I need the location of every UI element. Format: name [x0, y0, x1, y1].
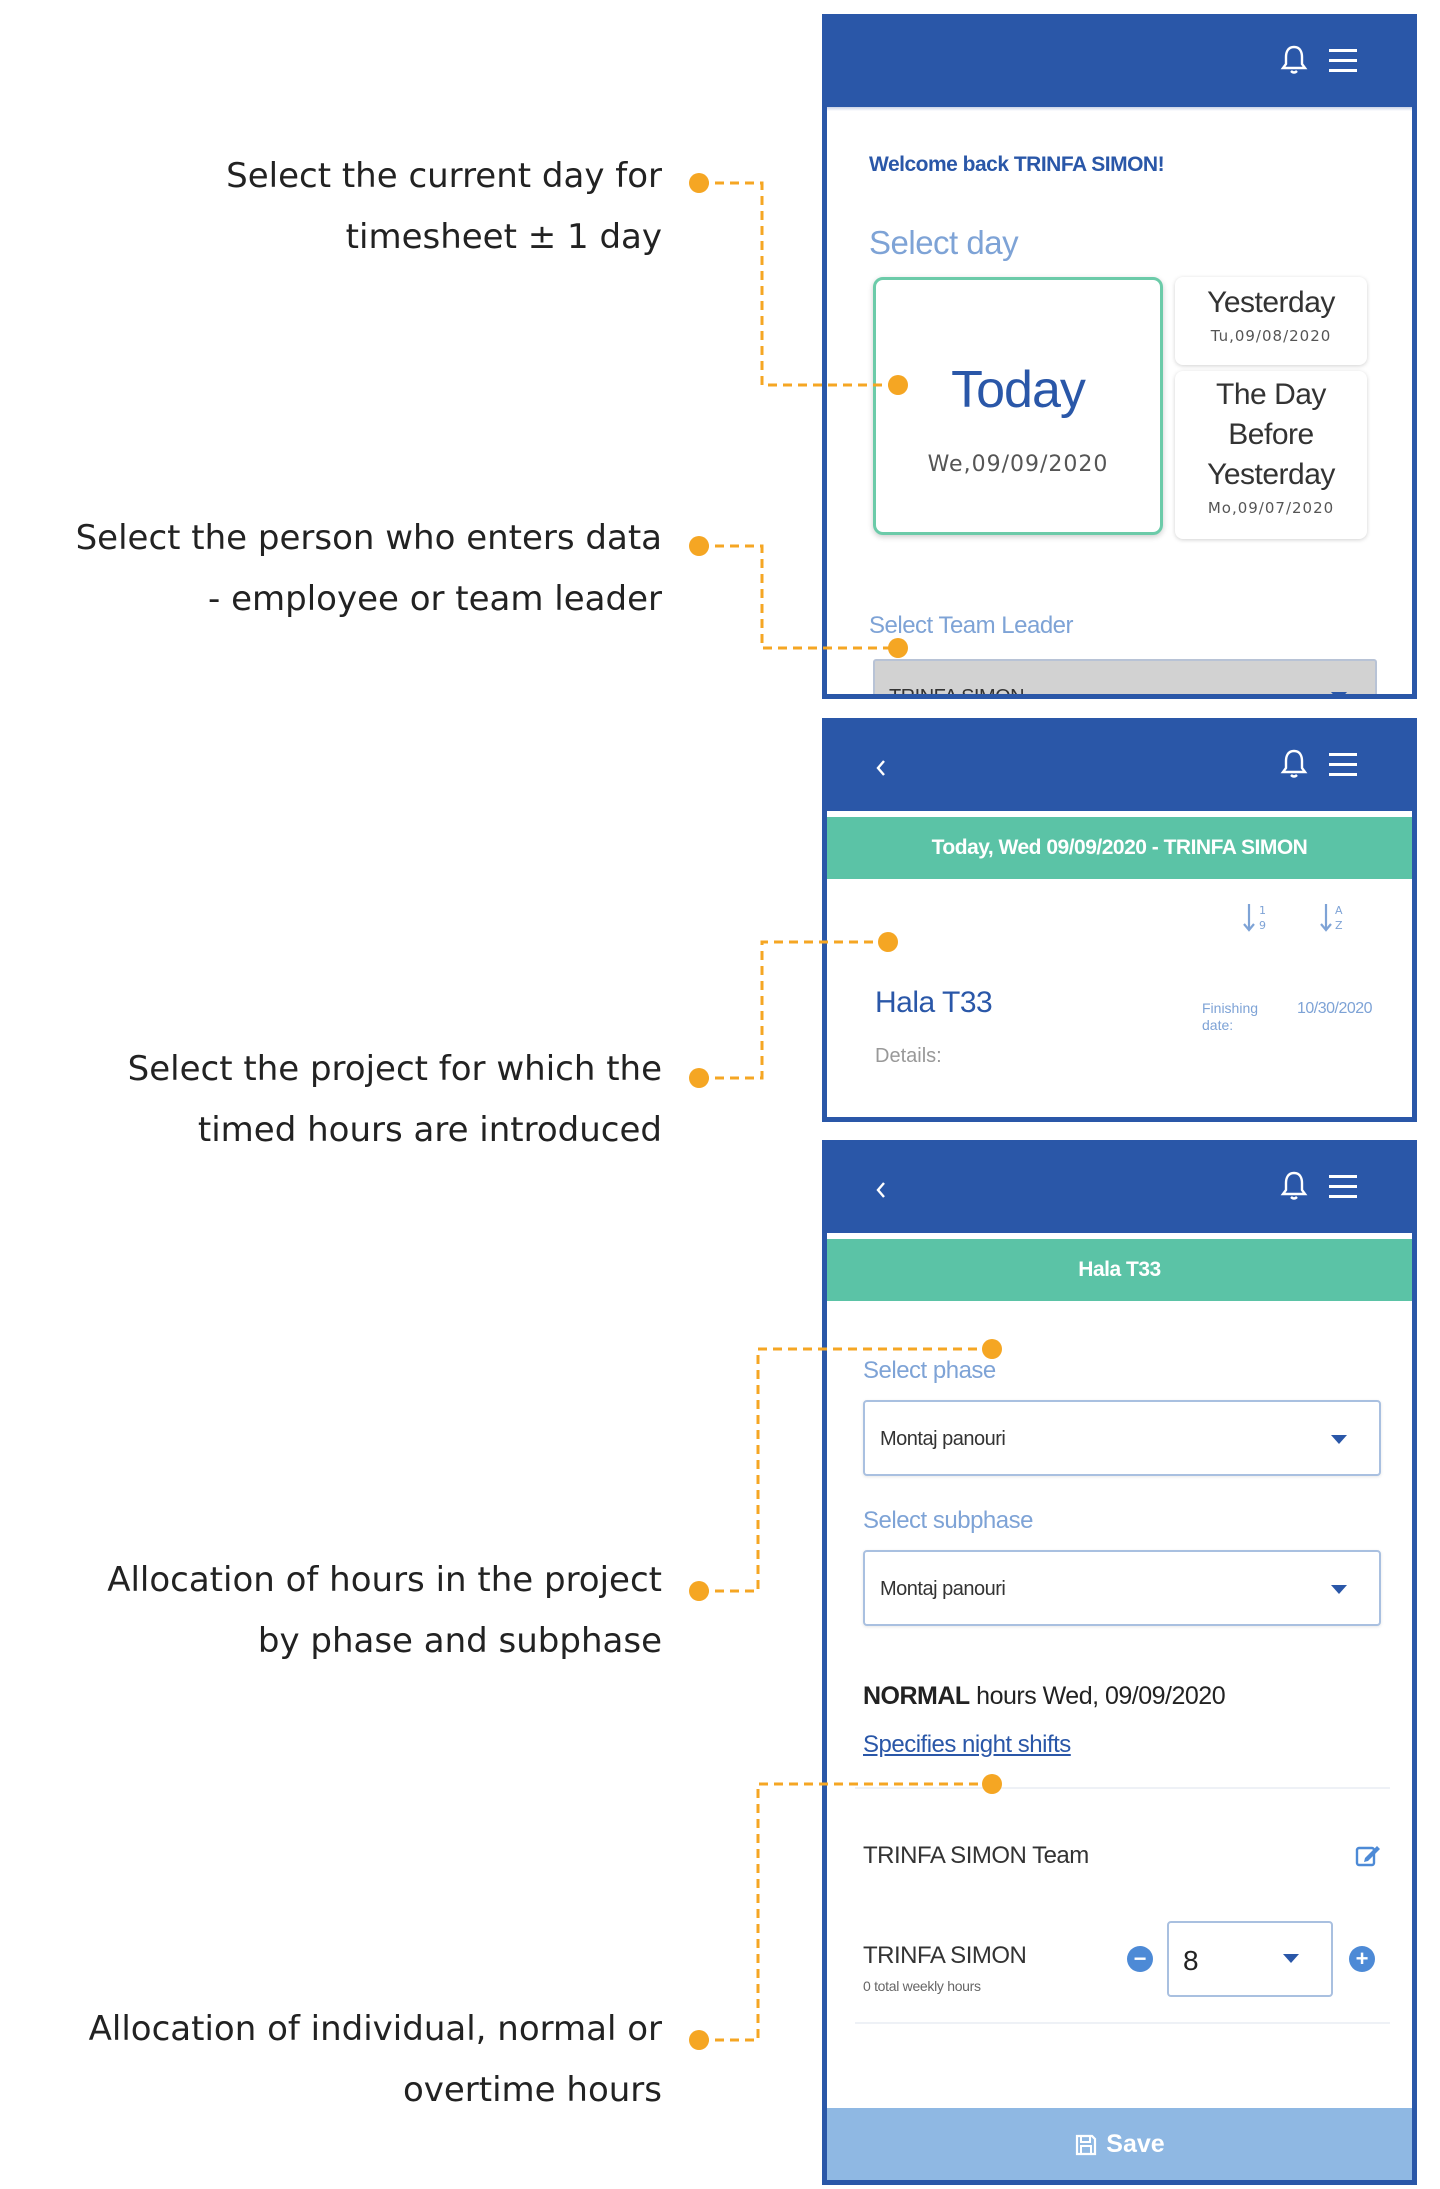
- app-header: [827, 19, 1412, 107]
- screen-select-day: Welcome back TRINFA SIMON! Select day To…: [822, 14, 1417, 699]
- finishing-date-label: Finishing date:: [1202, 1000, 1258, 1034]
- back-chevron-icon[interactable]: [873, 1179, 889, 1201]
- annotation-line: timesheet ± 1 day: [345, 217, 662, 257]
- finishing-label-line: date:: [1202, 1017, 1234, 1033]
- annotation-line: by phase and subphase: [257, 1621, 662, 1661]
- select-day-label: Select day: [869, 224, 1019, 261]
- annotation-line: Allocation of individual, normal or: [88, 2009, 662, 2049]
- connector-dot: [689, 2030, 709, 2050]
- hours-value: 8: [1183, 1945, 1199, 1976]
- annotation-select-person: Select the person who enters data - empl…: [76, 508, 662, 630]
- dropdown-caret-icon: [1331, 1585, 1347, 1594]
- svg-text:Z: Z: [1335, 919, 1343, 932]
- connector-dot: [689, 1581, 709, 1601]
- day-before-line: Yesterday: [1207, 458, 1335, 491]
- annotation-line: timed hours are introduced: [197, 1110, 662, 1150]
- svg-text:1: 1: [1259, 904, 1266, 917]
- plus-circle-icon[interactable]: +: [1349, 1946, 1375, 1972]
- phase-value: Montaj panouri: [880, 1428, 1006, 1450]
- weekly-hours: 0 total weekly hours: [863, 1978, 981, 1994]
- connector-dot: [689, 173, 709, 193]
- project-name[interactable]: Hala T33: [875, 986, 993, 1019]
- divider: [855, 1787, 1390, 1789]
- app-header: [827, 723, 1412, 811]
- annotation-line: Select the person who enters data: [75, 518, 662, 558]
- svg-text:A: A: [1335, 904, 1343, 917]
- save-button[interactable]: Save: [827, 2108, 1412, 2180]
- bell-icon[interactable]: [1279, 1169, 1309, 1203]
- normal-hours-date: hours Wed, 09/09/2020: [969, 1682, 1226, 1710]
- divider: [855, 2022, 1390, 2024]
- annotation-line: - employee or team leader: [208, 579, 662, 619]
- annotation-line: overtime hours: [402, 2070, 662, 2110]
- person-name: TRINFA SIMON: [863, 1942, 1027, 1969]
- connector-dot: [689, 1068, 709, 1088]
- date-person-banner: Today, Wed 09/09/2020 - TRINFA SIMON: [827, 817, 1412, 879]
- save-label: Save: [1106, 2130, 1165, 2158]
- normal-hours-type: NORMAL: [863, 1682, 970, 1710]
- app-header: [827, 1145, 1412, 1233]
- day-before-yesterday-card[interactable]: The Day Before Yesterday Mo,09/07/2020: [1175, 371, 1367, 539]
- day-before-date: Mo,09/07/2020: [1207, 499, 1335, 517]
- yesterday-card[interactable]: Yesterday Tu,09/08/2020: [1175, 277, 1367, 365]
- annotation-hours-allocation: Allocation of individual, normal or over…: [89, 1999, 662, 2121]
- yesterday-label: Yesterday: [1207, 286, 1335, 319]
- subphase-label: Select subphase: [863, 1507, 1033, 1534]
- annotation-line: Select the project for which the: [127, 1049, 662, 1089]
- annotation-line: Allocation of hours in the project: [107, 1560, 662, 1600]
- team-leader-value: TRINFA SIMON: [889, 686, 1025, 699]
- team-leader-label: Select Team Leader: [869, 612, 1074, 639]
- dropdown-caret-icon: [1331, 1435, 1347, 1444]
- back-chevron-icon[interactable]: [873, 757, 889, 779]
- sort-numeric-icon[interactable]: 1 9: [1242, 901, 1272, 935]
- sort-alpha-icon[interactable]: A Z: [1319, 901, 1349, 935]
- details-label: Details:: [875, 1045, 942, 1067]
- finishing-label-line: Finishing: [1202, 1000, 1259, 1016]
- hamburger-menu-icon[interactable]: [1327, 47, 1359, 75]
- today-label: Today: [951, 361, 1086, 419]
- connector-dot: [689, 536, 709, 556]
- subphase-select[interactable]: Montaj panouri: [863, 1550, 1381, 1626]
- today-date: We,09/09/2020: [927, 452, 1109, 477]
- save-disk-icon: [1076, 2135, 1097, 2156]
- annotation-select-day: Select the current day for timesheet ± 1…: [226, 146, 662, 268]
- finishing-date-value: 10/30/2020: [1297, 1000, 1373, 1017]
- normal-hours-heading: NORMAL hours Wed, 09/09/2020: [863, 1682, 1226, 1711]
- night-shifts-link[interactable]: Specifies night shifts: [863, 1731, 1071, 1758]
- annotation-phase-allocation: Allocation of hours in the project by ph…: [107, 1550, 662, 1672]
- dropdown-caret-icon: [1331, 692, 1347, 694]
- phase-select[interactable]: Montaj panouri: [863, 1400, 1381, 1476]
- edit-icon[interactable]: [1354, 1842, 1382, 1868]
- hours-select[interactable]: 8: [1167, 1921, 1333, 1997]
- svg-text:9: 9: [1259, 919, 1266, 932]
- day-before-line: Before: [1228, 418, 1314, 451]
- hamburger-menu-icon[interactable]: [1327, 751, 1359, 779]
- subphase-value: Montaj panouri: [880, 1578, 1006, 1600]
- welcome-message: Welcome back TRINFA SIMON!: [869, 153, 1165, 176]
- team-leader-select[interactable]: TRINFA SIMON: [873, 659, 1377, 699]
- screen-allocate-hours: Hala T33 Select phase Montaj panouri Sel…: [822, 1140, 1417, 2185]
- bell-icon[interactable]: [1279, 747, 1309, 781]
- phase-label: Select phase: [863, 1357, 996, 1384]
- team-name: TRINFA SIMON Team: [863, 1842, 1089, 1869]
- annotation-select-project: Select the project for which the timed h…: [128, 1039, 662, 1161]
- day-before-line: The Day: [1216, 378, 1326, 411]
- project-banner: Hala T33: [827, 1239, 1412, 1301]
- dropdown-caret-icon: [1283, 1954, 1299, 1963]
- annotation-line: Select the current day for: [226, 156, 662, 196]
- screen-select-project: Today, Wed 09/09/2020 - TRINFA SIMON 1 9…: [822, 718, 1417, 1122]
- today-card[interactable]: Today We,09/09/2020: [873, 277, 1163, 535]
- hamburger-menu-icon[interactable]: [1327, 1173, 1359, 1201]
- bell-icon[interactable]: [1279, 43, 1309, 77]
- minus-circle-icon[interactable]: −: [1127, 1946, 1153, 1972]
- yesterday-date: Tu,09/08/2020: [1210, 327, 1332, 345]
